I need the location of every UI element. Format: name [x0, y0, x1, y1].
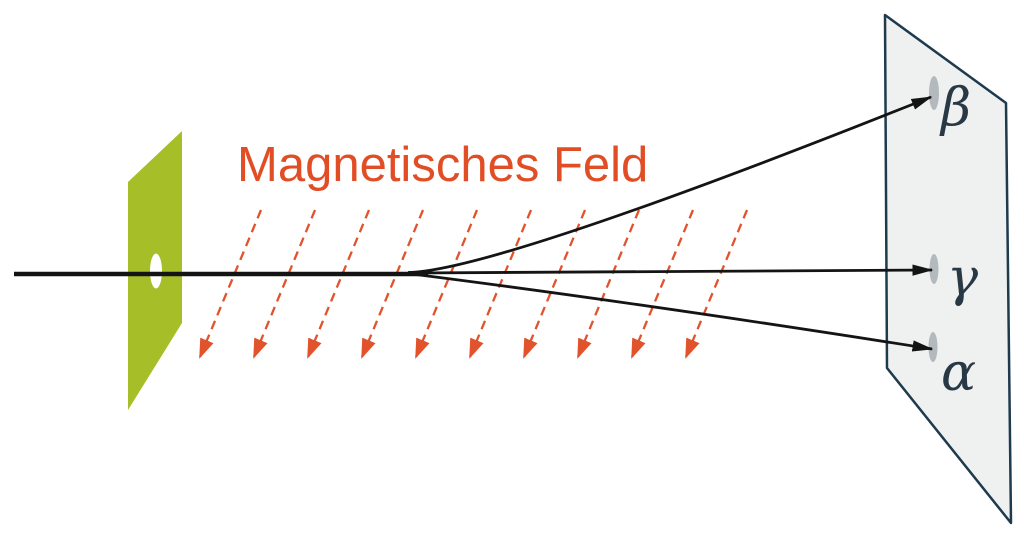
detector-screen-shape: [883, 13, 1013, 525]
beta-spot: [929, 76, 939, 110]
alpha-ray-label: α: [941, 343, 977, 403]
field-arrow: [198, 209, 263, 359]
alpha-ray: [415, 273, 934, 352]
gamma-ray-label: γ: [947, 248, 979, 308]
beta-ray-label: β: [941, 78, 972, 138]
field-arrow: [414, 209, 479, 359]
detector-screen: [883, 13, 1013, 525]
collimator-hole: [150, 253, 162, 289]
field-arrow: [576, 209, 641, 359]
magnetic-field-label: Magnetisches Feld: [237, 138, 649, 192]
alpha-spot: [928, 332, 938, 362]
field-arrow: [306, 209, 371, 359]
field-arrow: [360, 209, 425, 359]
field-arrow: [252, 209, 317, 359]
beta-ray: [407, 95, 933, 274]
radiation-rays: [407, 95, 934, 352]
magnetic-field-arrows: [198, 209, 749, 359]
gamma-ray: [411, 264, 934, 276]
field-arrow: [630, 209, 695, 359]
collimator-plate: [128, 131, 182, 410]
field-arrow: [522, 209, 587, 359]
field-arrow: [684, 209, 749, 359]
field-arrow: [468, 209, 533, 359]
gamma-spot: [929, 254, 939, 284]
